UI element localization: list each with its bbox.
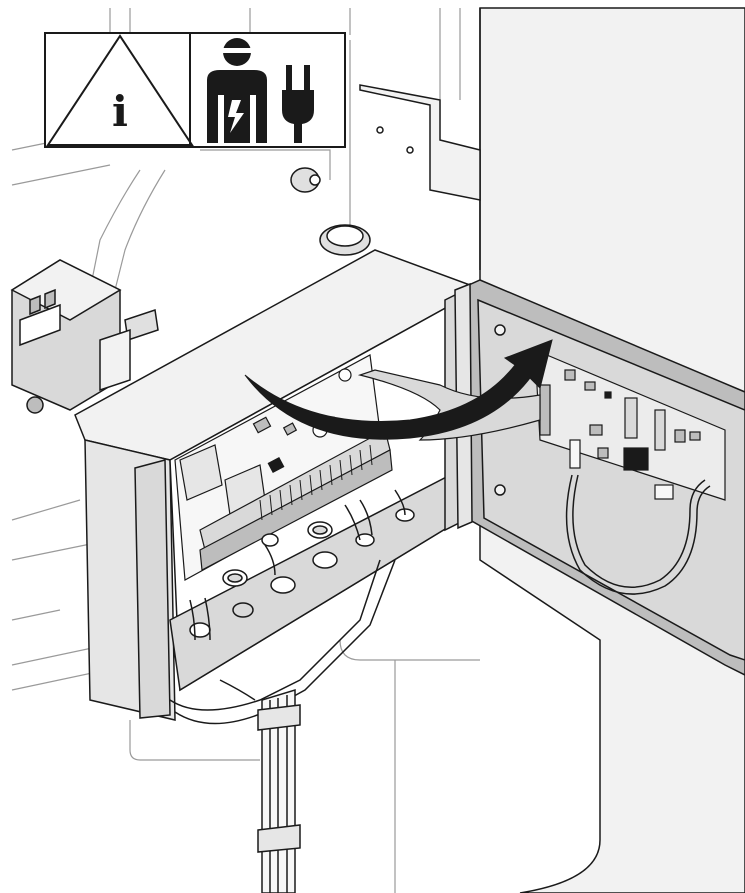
loop-cable [565,474,711,595]
terminal-block [259,444,373,521]
qualified-electrician-icon [207,38,267,143]
main-circuit-board [174,354,393,581]
hinge-bracket [359,84,481,201]
cable-gland-top [290,167,371,256]
warning-sign [44,32,346,148]
info-triangle-icon [46,34,194,146]
info-symbol: i [112,87,128,136]
side-component [10,259,159,414]
cover-circuit-board [534,349,726,501]
cable-conduits [169,489,406,725]
curved-arrow-icon [244,339,553,440]
power-plug-icon [282,65,314,143]
vertical-cable-bundle [257,688,301,893]
